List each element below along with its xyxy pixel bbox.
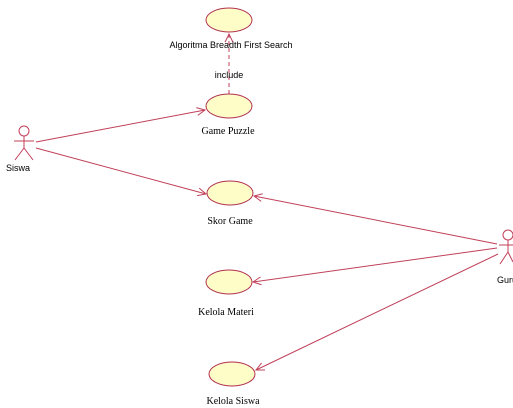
actor-label: Siswa — [6, 163, 30, 173]
guru-to-kelola-siswa-head — [254, 362, 266, 371]
use-case-ellipse — [205, 7, 253, 33]
guru-to-kelola-siswa — [255, 253, 499, 371]
actor-siswa[interactable]: Siswa — [6, 125, 34, 173]
stick-figure-icon — [499, 229, 513, 265]
guru-to-skor-game — [253, 195, 498, 245]
actor-guru[interactable]: Guru — [497, 229, 513, 285]
relationships — [35, 32, 499, 371]
include-arrowhead-icon — [224, 32, 234, 43]
use-case-label: Skor Game — [207, 216, 253, 227]
use-case-label: Kelola Materi — [198, 307, 254, 318]
actor-label: Guru — [497, 275, 513, 285]
use-case-game-puzzle[interactable]: Game Puzzle — [201, 93, 255, 137]
use-case-skor-game[interactable]: Skor Game — [206, 180, 254, 227]
guru-to-kelola-materi — [252, 247, 498, 283]
use-case-bfs[interactable]: Algoritma Breadth First Search — [169, 7, 293, 50]
use-case-kelola-materi[interactable]: Kelola Materi — [198, 269, 254, 318]
include-label: include — [215, 70, 244, 80]
siswa-to-skor-game-head — [197, 187, 208, 197]
use-case-label: Game Puzzle — [201, 126, 255, 137]
use-case-ellipse — [206, 180, 254, 206]
guru-to-skor-game-head — [252, 193, 263, 202]
stick-figure-icon — [14, 125, 34, 161]
guru-to-kelola-materi-head — [251, 276, 262, 286]
use-case-label: Algoritma Breadth First Search — [169, 40, 292, 50]
use-case-ellipse — [208, 361, 256, 387]
use-case-label: Kelola Siswa — [206, 396, 260, 407]
use-case-kelola-siswa[interactable]: Kelola Siswa — [206, 361, 260, 407]
siswa-to-game-puzzle — [35, 109, 206, 143]
use-case-ellipse — [205, 93, 253, 119]
siswa-to-game-puzzle-head — [196, 107, 207, 116]
use-case-ellipse — [205, 269, 253, 295]
siswa-to-skor-game — [35, 147, 207, 195]
